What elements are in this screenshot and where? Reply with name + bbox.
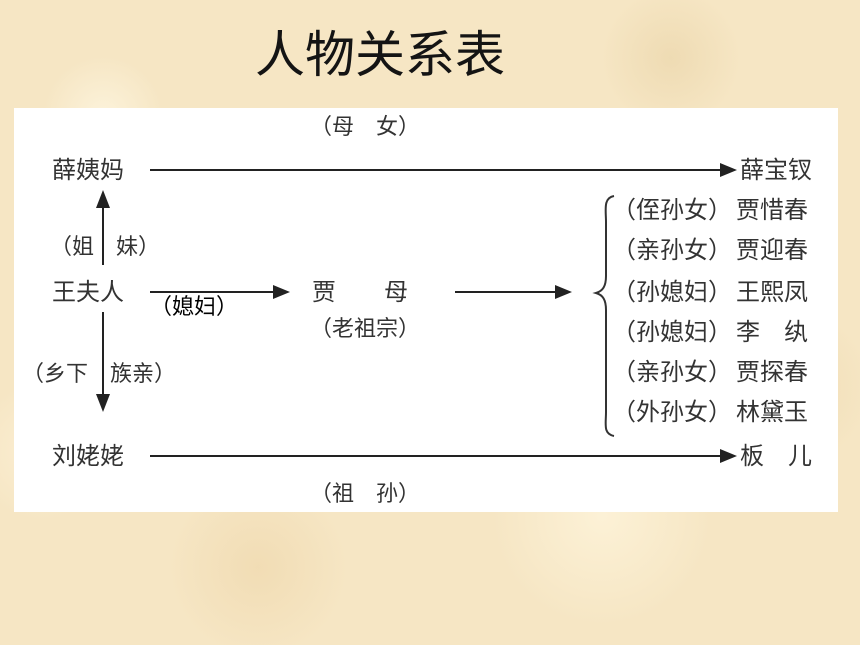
grandchild-name: 李 纨 [736, 318, 808, 346]
grandchild-name: 贾探春 [736, 358, 808, 386]
grandchild-row: （亲孙女）贾迎春 [612, 238, 808, 262]
grandchild-name: 林黛玉 [736, 398, 808, 426]
grandchild-relation: （孙媳妇） [612, 318, 732, 346]
jia-mu-alias: （老祖宗） [310, 317, 421, 342]
mother-daughter-label: （母 女） [310, 115, 421, 140]
grandchild-name: 贾惜春 [736, 196, 808, 224]
grandchild-row: （侄孙女）贾惜春 [612, 198, 808, 222]
grandchild-relation: （亲孙女） [612, 358, 732, 386]
grandparent-grandchild-label: （祖 孙） [310, 482, 421, 507]
grandchild-name: 贾迎春 [736, 236, 808, 264]
daughter-in-law-label: （媳妇） [150, 295, 239, 320]
person-jia-mu: 贾 母 [312, 278, 408, 306]
slide-title: 人物关系表 [255, 26, 505, 84]
relationship-panel [14, 108, 838, 512]
grandchild-row: （亲孙女）贾探春 [612, 360, 808, 384]
grandchild-row: （孙媳妇）李 纨 [612, 320, 808, 344]
grandchild-relation: （孙媳妇） [612, 278, 732, 306]
grandchild-relation: （侄孙女） [612, 196, 732, 224]
grandchild-relation: （亲孙女） [612, 236, 732, 264]
grandchild-relation: （外孙女） [612, 398, 732, 426]
person-liu-laolao: 刘姥姥 [52, 442, 124, 470]
grandchild-name: 王熙凤 [736, 278, 808, 306]
sisters-label: （姐 妹） [50, 235, 161, 260]
person-xue-baochai: 薛宝钗 [740, 156, 812, 184]
country-relatives-label: （乡下 族亲） [22, 362, 177, 387]
grandchild-row: （孙媳妇）王熙凤 [612, 280, 808, 304]
person-xue-yima: 薛姨妈 [52, 156, 124, 184]
person-ban-er: 板 儿 [740, 442, 812, 470]
grandchild-row: （外孙女）林黛玉 [612, 400, 808, 424]
person-wang-furen: 王夫人 [52, 278, 124, 306]
